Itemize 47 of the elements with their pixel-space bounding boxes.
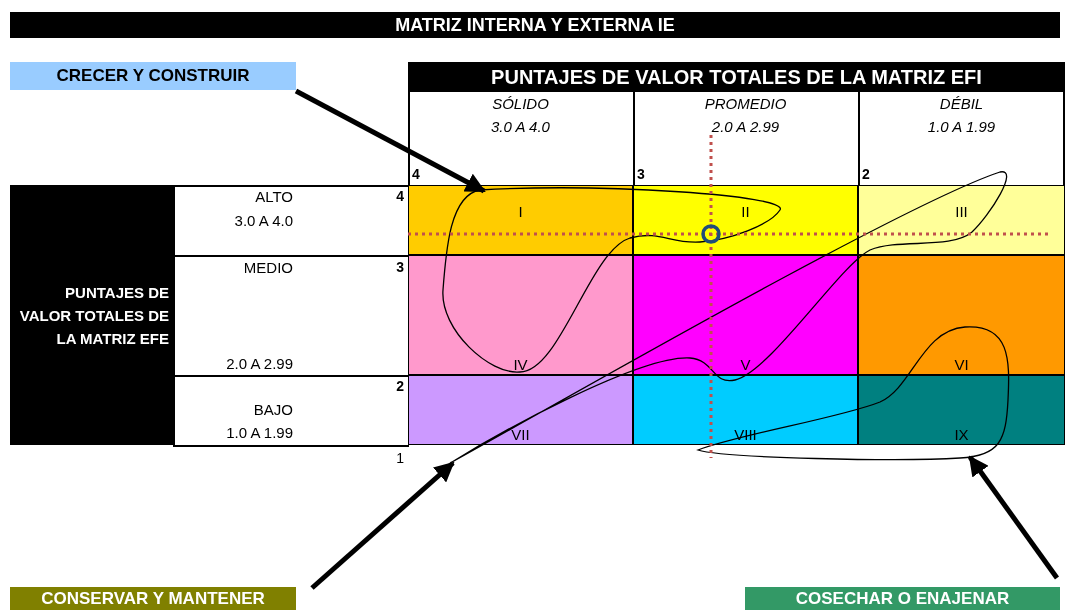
row-heading: ALTO [254,188,293,205]
axis-number: 3 [637,166,646,182]
arrow [310,461,455,590]
matrix-cell [858,375,1065,445]
outline-loop [442,187,781,373]
strategy-label: CONSERVAR Y MANTENER [10,587,296,610]
score-range: 3.0 A 4.0 [233,212,293,229]
cell-label: VII [510,426,531,443]
axis-number: 2 [862,166,871,182]
title-bar: MATRIZ INTERNA Y EXTERNA IE [10,12,1060,38]
row-heading: MEDIO [242,259,293,276]
axis-number: 2 [395,378,404,394]
matrix-cell [408,185,633,255]
cell-label: IX [953,426,970,443]
header-bar: PUNTAJES DE VALOR TOTALES DE LA MATRIZ EFI [408,62,1065,92]
score-range: 2.0 A 2.99 [225,355,293,372]
cell-label: II [740,203,751,220]
axis-number: 1 [395,450,404,466]
column-heading: PROMEDIO [703,95,788,112]
score-range: 1.0 A 1.99 [926,118,997,135]
column-heading: DÉBIL [938,95,985,112]
matrix-cell [633,185,858,255]
score-range: 2.0 A 2.99 [710,118,781,135]
outline-loop [697,326,1010,461]
cell-label: IV [512,356,529,373]
score-range: 3.0 A 4.0 [490,118,551,135]
matrix-cell [858,185,1065,255]
matrix-cell [858,255,1065,375]
strategy-label: COSECHAR O ENAJENAR [745,587,1060,610]
arrow [294,88,486,194]
cell-label: III [954,203,969,220]
score-range: 1.0 A 1.99 [225,424,293,441]
header-bar: PUNTAJES DE VALOR TOTALES DE LA MATRIZ EFE [10,185,173,445]
strategy-label: CRECER Y CONSTRUIR [10,62,296,90]
axis-number: 4 [412,166,421,182]
cell-label: V [739,356,752,373]
matrix-cell [408,255,633,375]
matrix-cell [408,375,633,445]
axis-number: 3 [395,259,404,275]
cell-label: VI [953,356,970,373]
row-heading: BAJO [252,401,293,418]
cell-label: I [517,203,524,220]
outline-loop [451,171,1008,463]
column-heading: SÓLIDO [491,95,550,112]
matrix-cell [633,375,858,445]
axis-number: 4 [395,188,404,204]
arrow [967,455,1060,580]
